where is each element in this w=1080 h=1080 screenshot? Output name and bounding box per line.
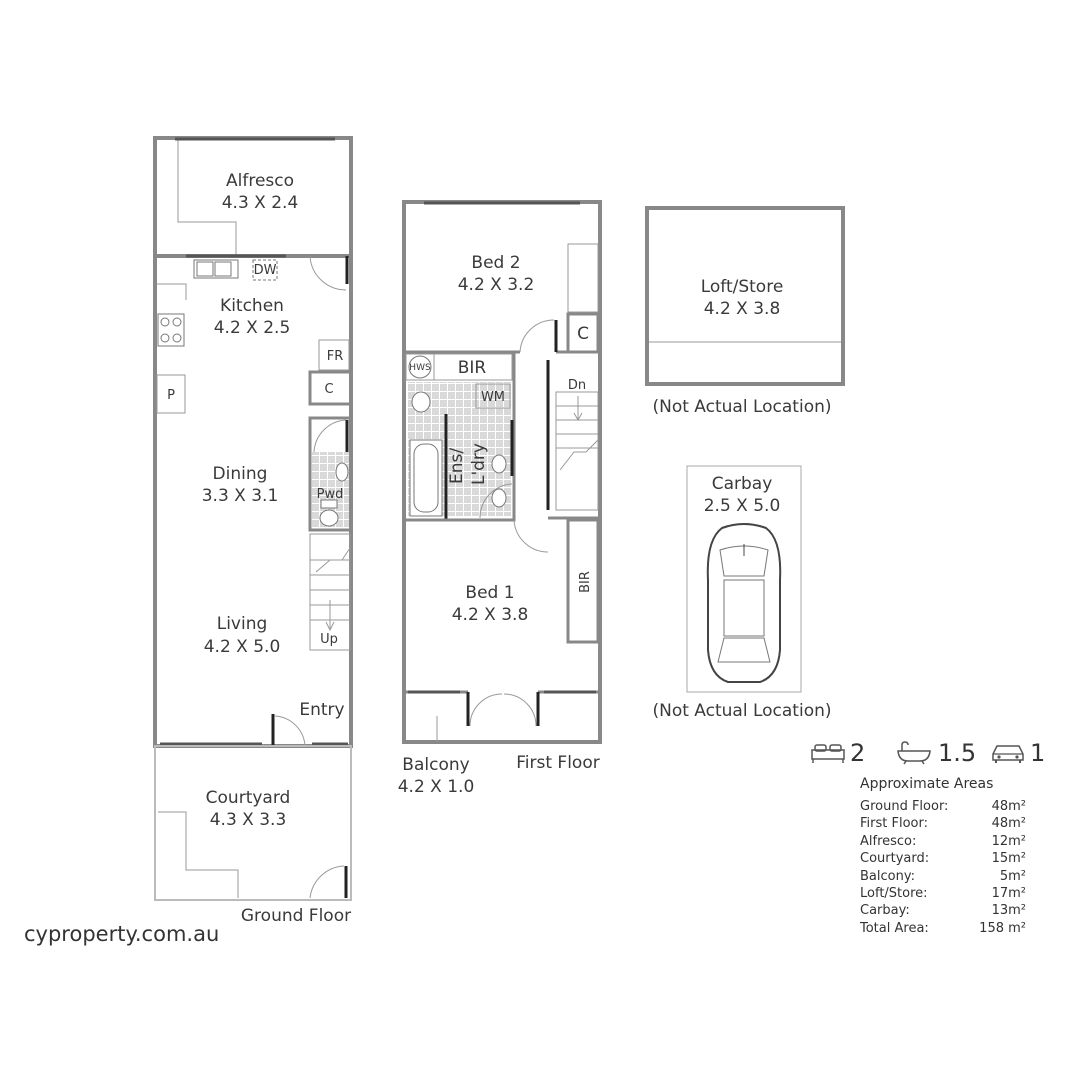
first-floor-label: First Floor (516, 753, 599, 773)
cars-count: 1 (1030, 739, 1046, 767)
car-icon (990, 742, 1026, 764)
area-value: 48m² (991, 816, 1026, 832)
hot-water-label: HWS (409, 363, 431, 373)
carbay-not-actual-location: (Not Actual Location) (652, 701, 831, 721)
courtyard-name: Courtyard (206, 788, 291, 808)
washing-machine-label: WM (481, 390, 505, 405)
area-label: First Floor: (860, 816, 928, 832)
bed2-name: Bed 2 (471, 253, 520, 273)
area-row: First Floor: 48m² (860, 815, 1026, 832)
loft-size: 4.2 X 3.8 (704, 299, 781, 319)
area-label: Courtyard: (860, 851, 930, 867)
area-row: Courtyard: 15m² (860, 850, 1026, 867)
loft-name: Loft/Store (701, 277, 784, 297)
area-row: Balcony: 5m² (860, 868, 1026, 885)
balcony-size: 4.2 X 1.0 (398, 777, 475, 797)
dining-size: 3.3 X 3.1 (202, 486, 279, 506)
dining-name: Dining (213, 464, 268, 484)
courtyard-size: 4.3 X 3.3 (210, 810, 287, 830)
first-floor-plan (402, 200, 602, 744)
area-label: Ground Floor: (860, 799, 949, 814)
area-value: 12m² (991, 833, 1026, 849)
kitchen-size: 4.2 X 2.5 (214, 318, 291, 338)
loft-store-plan (645, 206, 845, 386)
robe-label-bed2: BIR (458, 358, 487, 378)
website-url: cyproperty.com.au (24, 922, 220, 946)
carbay-size: 2.5 X 5.0 (704, 496, 781, 516)
bed2-size: 4.2 X 3.2 (458, 275, 535, 295)
stairs-up-label: Up (320, 632, 338, 647)
alfresco-size: 4.3 X 2.4 (222, 193, 299, 213)
area-value: 48m² (991, 799, 1026, 814)
fridge-label: FR (327, 349, 344, 364)
area-value: 17m² (991, 886, 1026, 902)
area-value: 5m² (999, 868, 1026, 884)
alfresco-name: Alfresco (226, 171, 294, 191)
area-row: Loft/Store: 17m² (860, 885, 1026, 902)
pantry-label: P (167, 388, 175, 403)
cars-feature: 1 (990, 738, 1045, 768)
bed1-size: 4.2 X 3.8 (452, 605, 529, 625)
area-row: Alfresco: 12m² (860, 833, 1026, 850)
baths-count: 1.5 (938, 739, 977, 767)
area-row: Carbay: 13m² (860, 902, 1026, 919)
kitchen-name: Kitchen (220, 296, 284, 316)
ground-floor-plan (153, 136, 353, 901)
area-label: Carbay: (860, 903, 910, 919)
robe-label-bed1: BIR (578, 571, 593, 593)
beds-count: 2 (850, 739, 866, 767)
bath-icon (894, 741, 934, 765)
floor-labels: Ground Floor First Floor (Not Actual Loc… (241, 397, 832, 926)
room-labels: Alfresco 4.3 X 2.4 Kitchen 4.2 X 2.5 Din… (202, 171, 784, 830)
area-row: Ground Floor: 48m² (860, 798, 1026, 815)
entry-label: Entry (299, 700, 344, 720)
ground-floor-label: Ground Floor (241, 906, 351, 926)
area-value: 13m² (991, 903, 1026, 919)
loft-not-actual-location: (Not Actual Location) (652, 397, 831, 417)
property-features: 2 1.5 1 (810, 738, 1050, 768)
bed1-name: Bed 1 (465, 583, 514, 603)
car-icon-drawing (706, 523, 782, 683)
area-row: Total Area: 158 m² (860, 920, 1026, 937)
area-label: Alfresco: (860, 833, 917, 849)
carbay-name: Carbay (712, 474, 773, 494)
baths-feature: 1.5 (894, 738, 976, 768)
laundry-label: L'dry (469, 443, 489, 485)
ensuite-label: Ens/ (447, 448, 467, 484)
areas-title: Approximate Areas (860, 776, 994, 792)
bed-icon (810, 742, 846, 764)
living-name: Living (217, 614, 268, 634)
carbay-plan (686, 465, 802, 693)
area-label: Total Area: (860, 920, 929, 936)
stairs-down-label: Dn (568, 378, 586, 393)
powder-room-label: Pwd (317, 487, 344, 502)
dishwasher-label: DW (254, 263, 277, 278)
cupboard-label-first: C (577, 324, 589, 344)
cupboard-label-ground: C (324, 382, 333, 397)
beds-feature: 2 (810, 738, 865, 768)
area-label: Balcony: (860, 868, 915, 884)
balcony-name: Balcony (402, 755, 469, 775)
area-value: 158 m² (979, 920, 1026, 936)
area-value: 15m² (991, 851, 1026, 867)
fixture-labels: DW FR C P Pwd Up Entry HWS BIR WM Ens/ L… (167, 263, 593, 720)
area-label: Loft/Store: (860, 886, 928, 902)
living-size: 4.2 X 5.0 (204, 637, 281, 657)
